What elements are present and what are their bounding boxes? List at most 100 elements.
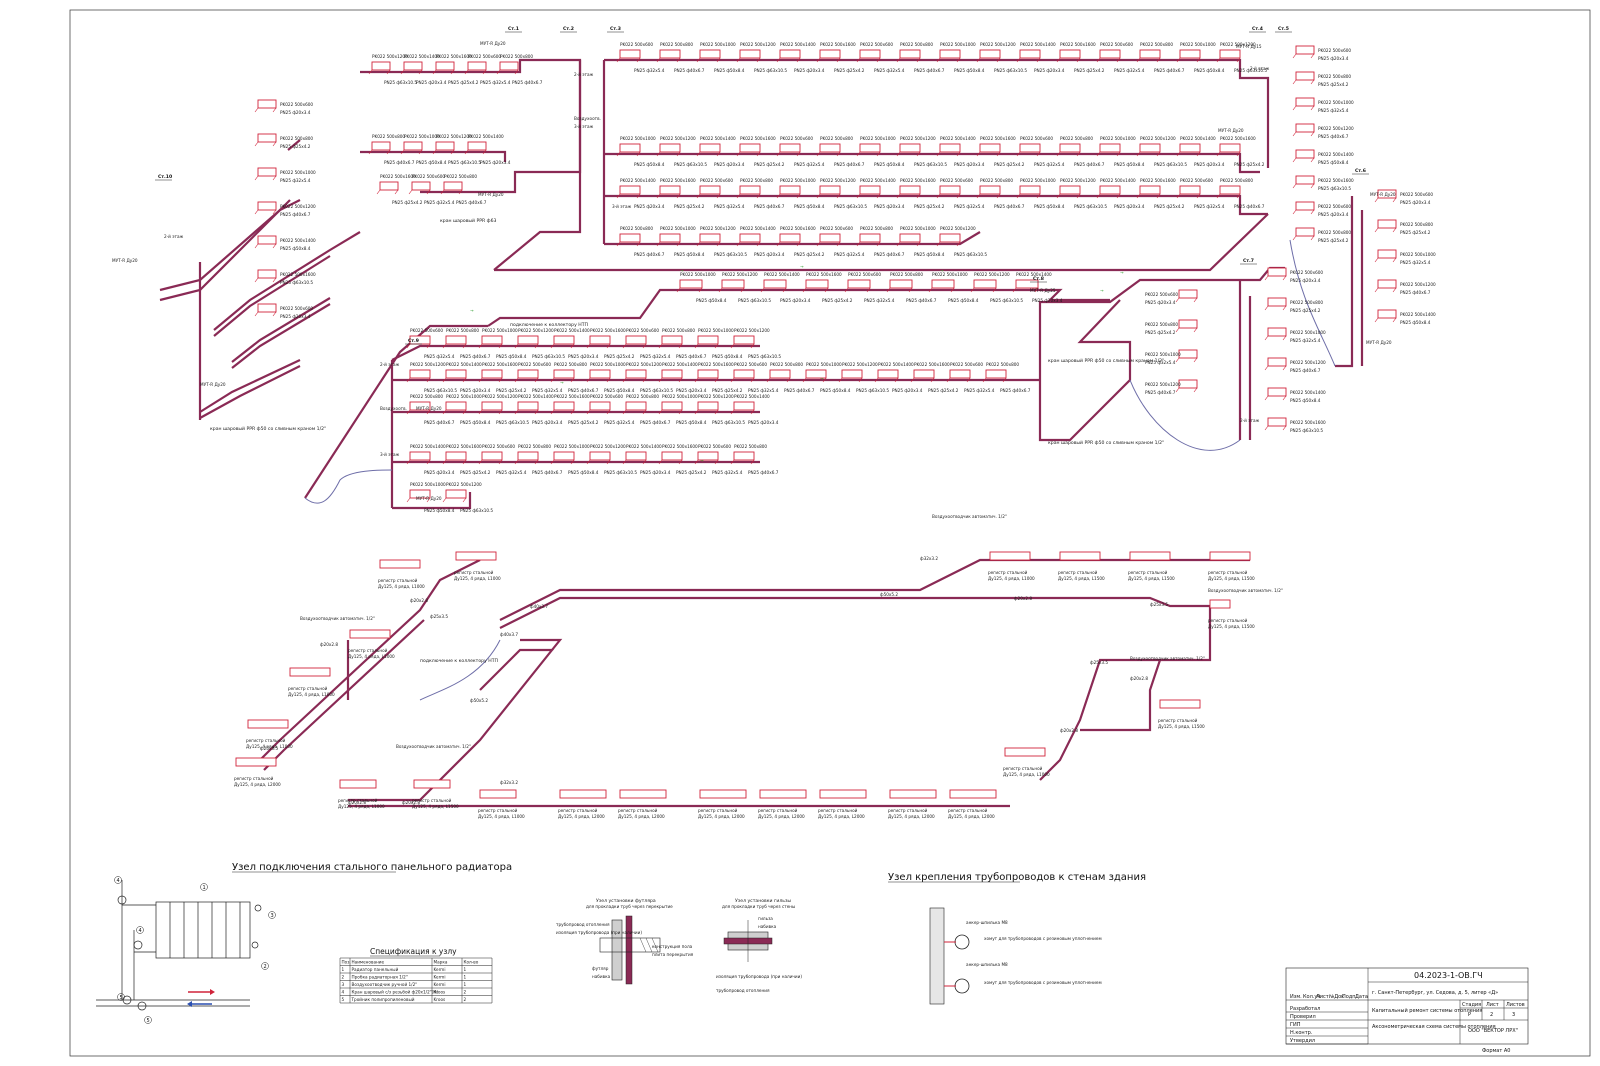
radiator-symbol xyxy=(936,49,961,63)
register-label: регистр стальной xyxy=(558,808,598,813)
riser-st1: Ст.1 xyxy=(508,26,519,32)
radiator-symbol xyxy=(658,451,683,465)
radiator-label: PK022 500x1000 xyxy=(1318,100,1354,105)
steel-register xyxy=(379,559,421,569)
pipe-label: PN25 ф50x8.4 xyxy=(1400,320,1431,325)
pipe-label: PN25 ф50x8.4 xyxy=(1290,398,1321,403)
radiator-label: PK022 500x1600 xyxy=(662,444,698,449)
radiator-symbol xyxy=(254,303,277,317)
tb-role: Проверил xyxy=(1290,1014,1316,1020)
radiator-label: PK022 500x800 xyxy=(734,444,767,449)
radiator-symbol xyxy=(1016,143,1041,157)
pipe-label: ф25x3.5 xyxy=(1090,660,1108,665)
radiator-symbol xyxy=(254,201,277,215)
lower-collector-callout: подключение к коллектору НТП xyxy=(420,658,498,664)
pipe-label: PN25 ф25x4.2 xyxy=(1154,204,1185,209)
radiator-symbol xyxy=(802,369,827,383)
register-label: регистр стальной xyxy=(1058,570,1098,575)
radiator-label: PK022 500x1000 xyxy=(662,394,698,399)
radiator-label: PK022 500x1000 xyxy=(1100,136,1136,141)
radiator-symbol xyxy=(1176,185,1201,199)
steel-register xyxy=(1129,551,1171,561)
pipe-label: PN25 ф32x5.4 xyxy=(1194,204,1225,209)
riser-st3: Ст.3 xyxy=(610,26,621,32)
pipe-label: PN25 ф50x8.4 xyxy=(676,420,707,425)
pipe-label: PN25 ф40x6.7 xyxy=(424,420,455,425)
pipe-label: PN25 ф25x4.2 xyxy=(1400,230,1431,235)
radiator-symbol xyxy=(1175,289,1198,303)
pipe-label: PN25 ф63x10.5 xyxy=(914,162,947,167)
register-label: регистр стальной xyxy=(1003,766,1043,771)
steel-register xyxy=(1209,551,1251,561)
pipe-label: PN25 ф50x8.4 xyxy=(696,298,727,303)
register-spec: Ду125, 4 ряда, L1000 xyxy=(246,744,293,749)
radiator-label: PK022 500x800 xyxy=(1290,300,1323,305)
valve-label: Воздухоотв. xyxy=(574,116,601,121)
radiator-symbol xyxy=(1264,267,1287,281)
pipe-label: PN25 ф50x8.4 xyxy=(794,204,825,209)
radiator-label: PK022 500x1400 xyxy=(662,362,698,367)
radiator-symbol xyxy=(1264,327,1287,341)
radiator-label: PK022 500x1600 xyxy=(1318,178,1354,183)
radiator-label: PK022 500x1600 xyxy=(554,394,590,399)
valve-label: Воздухоотв. xyxy=(380,406,407,411)
radiator-symbol xyxy=(478,369,503,383)
valve-label: МУТ-R Ду20 xyxy=(478,192,504,197)
svg-text:4: 4 xyxy=(139,928,142,934)
steel-register xyxy=(247,719,289,729)
svg-text:набивка: набивка xyxy=(592,974,611,979)
radiator-label: PK022 500x1000 xyxy=(1400,252,1436,257)
pipe-label: PN25 ф32x5.4 xyxy=(864,298,895,303)
riser-st8: Ст.8 xyxy=(1033,276,1044,282)
pipe-label: PN25 ф63x10.5 xyxy=(674,162,707,167)
radiator-symbol xyxy=(1292,97,1315,111)
pipe-label: PN25 ф40x6.7 xyxy=(748,470,779,475)
radiator-symbol xyxy=(982,369,1007,383)
node1-radiator-sketch xyxy=(96,880,262,1011)
radiator-symbol xyxy=(550,451,575,465)
radiator-label: PK022 500x800 xyxy=(1060,136,1093,141)
register-label: регистр стальной xyxy=(288,686,328,691)
pipe-label: PN25 ф25x4.2 xyxy=(674,204,705,209)
pipe-label: PN25 ф20x3.4 xyxy=(1400,200,1431,205)
valve-label: МУТ-R Ду20 xyxy=(1366,340,1392,345)
radiator-symbol xyxy=(656,233,681,247)
register-spec: Ду125, 4 ряда, L1000 xyxy=(338,804,385,809)
pipe-label: PN25 ф63x10.5 xyxy=(640,388,673,393)
pipe-label: PN25 ф40x6.7 xyxy=(674,68,705,73)
pipe-label: PN25 ф40x6.7 xyxy=(1400,290,1431,295)
pipe-label: PN25 ф25x4.2 xyxy=(914,204,945,209)
pipe-label: PN25 ф40x6.7 xyxy=(1318,134,1349,139)
radiator-label: PK022 500x1200 xyxy=(698,394,734,399)
radiator-symbol xyxy=(368,141,391,155)
radiator-symbol xyxy=(1374,189,1397,203)
pipe-label: PN25 ф20x3.4 xyxy=(1145,300,1176,305)
radiator-symbol xyxy=(936,233,961,247)
register-label: регистр стальной xyxy=(234,776,274,781)
radiator-symbol xyxy=(1012,279,1039,293)
radiator-symbol xyxy=(730,369,755,383)
radiator-symbol xyxy=(1016,49,1041,63)
pipe-label: PN25 ф20x3.4 xyxy=(1318,212,1349,217)
register-spec: Ду125, 4 ряда, L2000 xyxy=(888,814,935,819)
pipe-label: PN25 ф40x6.7 xyxy=(906,298,937,303)
radiator-label: PK022 500x800 xyxy=(446,328,479,333)
radiator-label: PK022 500x800 xyxy=(500,54,533,59)
detail-sleeve-wall: Узел установки гильзы для прокладки труб… xyxy=(716,898,802,993)
radiator-symbol xyxy=(616,49,641,63)
tb-col-header: Дата xyxy=(1355,994,1368,1000)
pipe-label: PN25 ф63x10.5 xyxy=(1074,204,1107,209)
spec-cell: Тройник полипропиленовый xyxy=(351,997,415,1002)
spec-cell: Kermi xyxy=(434,975,446,980)
tb-role: Разработал xyxy=(1290,1006,1320,1012)
radiator-symbol xyxy=(464,141,487,155)
radiator-label: PK022 500x1200 xyxy=(626,362,662,367)
pipe-label: PN25 ф40x6.7 xyxy=(456,200,487,205)
radiator-label: PK022 500x800 xyxy=(662,328,695,333)
register-spec: Ду125, 4 ряда, L2000 xyxy=(558,814,605,819)
pipe-label: PN25 ф40x6.7 xyxy=(874,252,905,257)
register-label: регистр стальной xyxy=(378,578,418,583)
radiator-symbol xyxy=(1264,417,1287,431)
radiator-symbol xyxy=(776,49,801,63)
